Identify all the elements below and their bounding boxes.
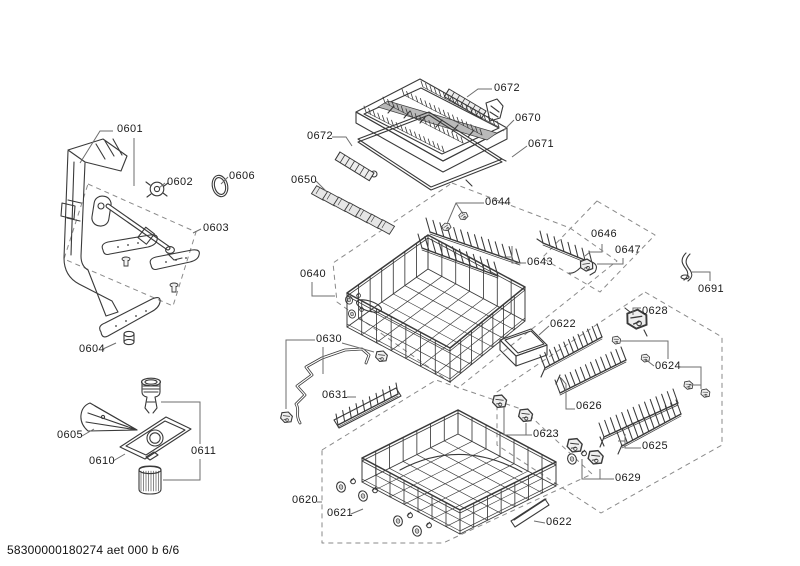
part-0647-hinge-clip (568, 257, 595, 274)
part-0620-lower-basket (361, 409, 557, 535)
callout-0630: 0630 (316, 333, 343, 345)
part-0640-upper-basket (344, 234, 526, 383)
part-0670-cutlery-tray (355, 78, 508, 173)
callout-0631: 0631 (322, 389, 349, 401)
callout-0650: 0650 (291, 174, 318, 186)
group-outline-lower-basket (321, 379, 593, 544)
callout-0644: 0644 (485, 196, 512, 208)
callout-0626: 0626 (576, 400, 603, 412)
callout-0601: 0601 (117, 123, 144, 135)
callout-0672-left: 0672 (307, 130, 334, 142)
part-0671-tray-frame (357, 111, 507, 191)
part-0625-folding-tines (598, 388, 682, 455)
callout-0643: 0643 (527, 256, 554, 268)
callout-0622-upper: 0622 (550, 318, 577, 330)
part-0626-folding-tines (539, 323, 627, 396)
callout-0611: 0611 (191, 445, 217, 457)
part-0691-retainer-clip (680, 252, 693, 282)
callout-0672-top: 0672 (494, 82, 521, 94)
callout-0640: 0640 (300, 268, 327, 280)
part-0643-tine-rows (417, 217, 521, 279)
callout-0628: 0628 (642, 305, 669, 317)
callout-0603: 0603 (203, 222, 230, 234)
part-0622-tray-upper (499, 328, 548, 367)
callout-0604: 0604 (79, 343, 106, 355)
document-number: 58300000180274 aet 000 b 6/6 (7, 543, 180, 557)
callout-0691: 0691 (698, 283, 725, 295)
callout-0647: 0647 (615, 244, 642, 256)
callout-leader-lines (79, 88, 711, 524)
part-0611-micro-filter (138, 377, 162, 495)
part-0622-tray-lower (510, 498, 550, 528)
callout-0671: 0671 (528, 138, 555, 150)
callout-0629: 0629 (615, 472, 642, 484)
callout-0623: 0623 (533, 428, 560, 440)
callout-0624: 0624 (655, 360, 682, 372)
group-outline-folding-tines (496, 291, 723, 514)
callout-0646: 0646 (591, 228, 618, 240)
callout-0621: 0621 (327, 507, 354, 519)
part-0650-glass-holder-strip (308, 181, 398, 239)
part-0644-bearing-clips (440, 210, 470, 233)
callout-0606: 0606 (229, 170, 256, 182)
group-outlines (63, 182, 723, 544)
part-0630-water-pipe (278, 347, 390, 426)
callout-0625: 0625 (642, 440, 669, 452)
callout-0602: 0602 (167, 176, 194, 188)
callout-0622-lower: 0622 (546, 516, 573, 528)
part-0631-rack-strip (333, 382, 402, 429)
part-0601-feed-tube (60, 138, 128, 317)
part-0603-spray-assembly (91, 195, 200, 293)
part-0602-cap (145, 181, 169, 198)
part-0610-filter-plate (119, 416, 192, 461)
callout-0620: 0620 (292, 494, 319, 506)
part-0604-spray-arm (99, 296, 161, 346)
callout-0670: 0670 (515, 112, 542, 124)
callout-0610: 0610 (89, 455, 116, 467)
callout-0605: 0605 (57, 429, 84, 441)
part-0628-mounting-bracket (624, 307, 650, 337)
part-0606-filter-screen (211, 174, 229, 198)
group-outline-0646 (541, 200, 656, 293)
part-0605-filter-segment (80, 402, 138, 432)
